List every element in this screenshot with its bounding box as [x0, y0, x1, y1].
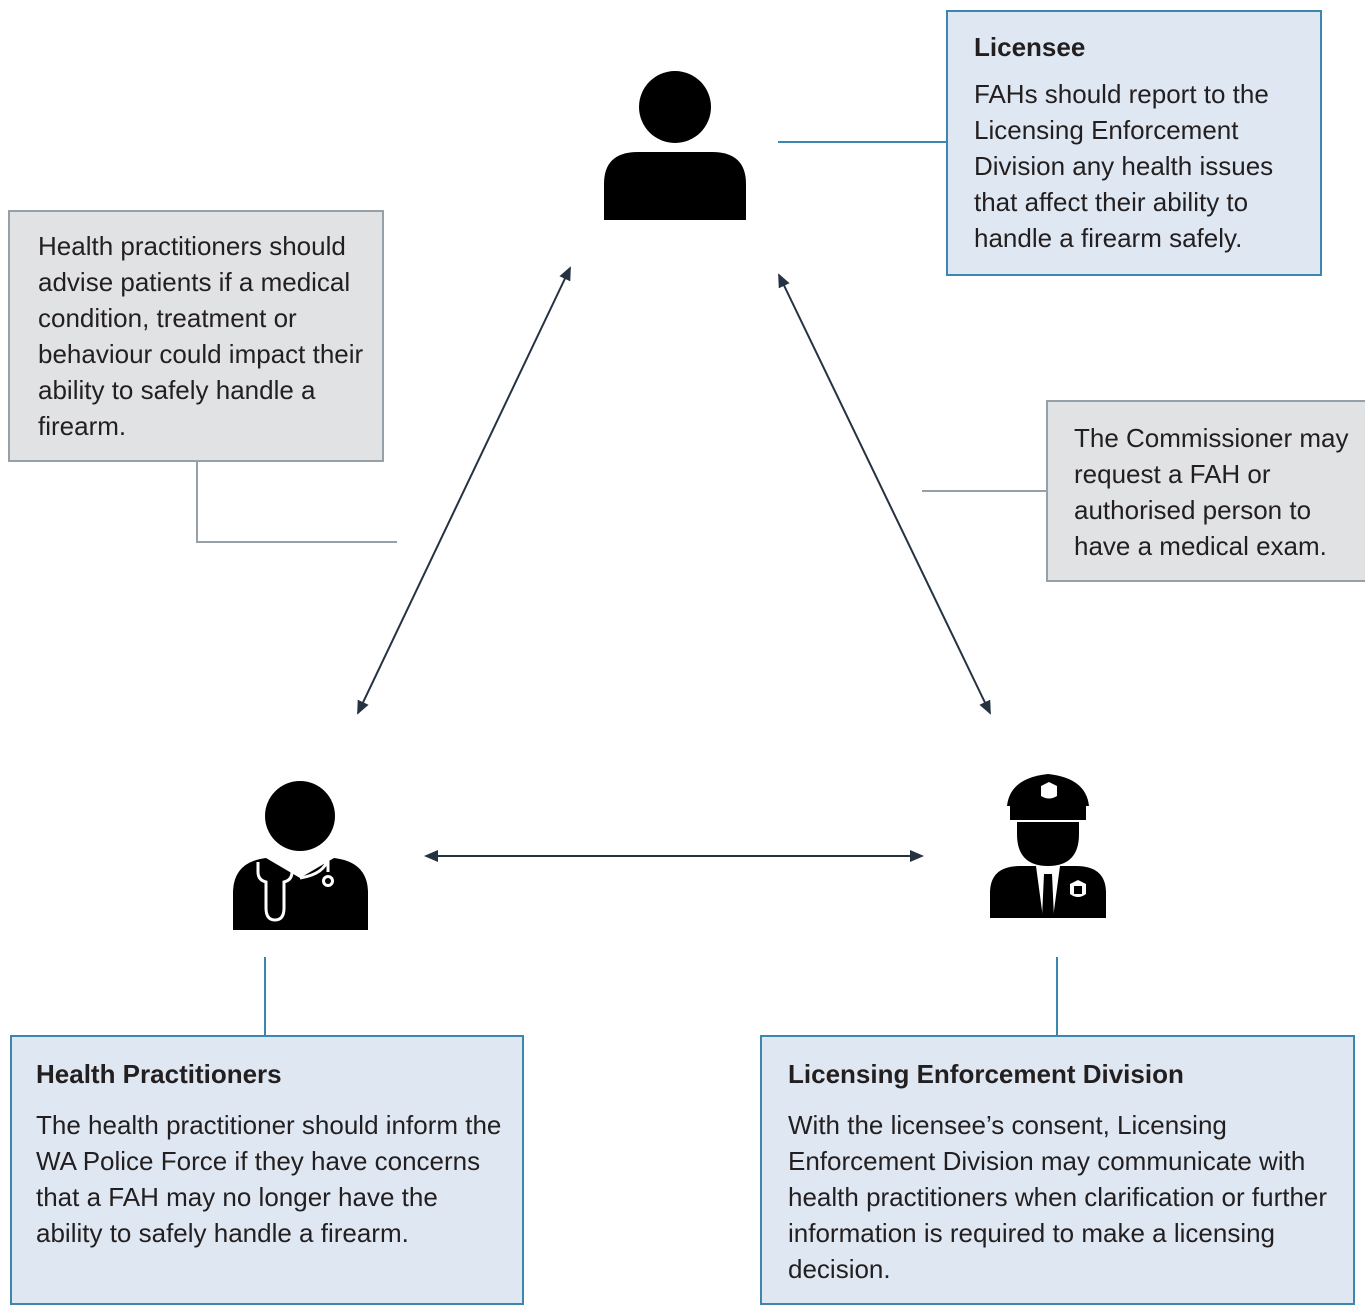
licensee-box: Licensee FAHs should report to the Licen…	[946, 10, 1322, 276]
health-practitioners-title: Health Practitioners	[36, 1059, 282, 1089]
health-note-connector	[196, 462, 397, 543]
licensee-title: Licensee	[974, 32, 1086, 62]
doctor-icon	[233, 781, 368, 930]
health-practitioner-note-box: Health practitioners should advise patie…	[8, 210, 384, 462]
health-practitioners-body: The health practitioner should inform th…	[36, 1110, 502, 1248]
health-practitioners-box: Health Practitioners The health practiti…	[10, 1035, 524, 1305]
licensing-enforcement-division-box: Licensing Enforcement Division With the …	[760, 1035, 1355, 1305]
licensing-enforcement-division-title: Licensing Enforcement Division	[788, 1059, 1184, 1089]
health-practitioner-note-body: Health practitioners should advise patie…	[38, 231, 364, 441]
commissioner-note-body: The Commissioner may request a FAH or au…	[1074, 423, 1349, 561]
arrow-licensee-led	[778, 273, 991, 715]
licensee-body: FAHs should report to the Licensing Enfo…	[974, 79, 1274, 253]
licensing-enforcement-division-body: With the licensee’s consent, Licensing E…	[788, 1110, 1328, 1284]
commissioner-note-box: The Commissioner may request a FAH or au…	[1046, 400, 1365, 582]
arrow-licensee-health	[357, 266, 571, 715]
person-icon	[604, 71, 746, 220]
police-officer-icon	[990, 774, 1106, 918]
